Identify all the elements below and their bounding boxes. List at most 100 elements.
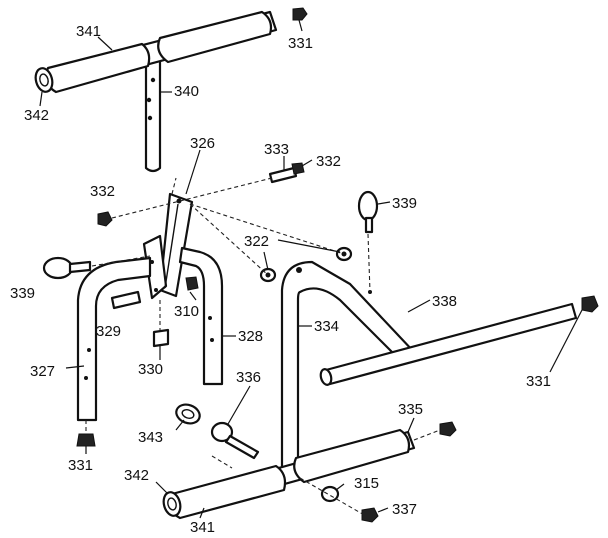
bottom-end-ring — [167, 497, 177, 511]
callout-337: 337 — [392, 501, 417, 518]
leader-line — [407, 417, 415, 433]
callout-341-top: 341 — [76, 23, 101, 40]
hardware — [42, 162, 379, 460]
knob-339-right — [357, 190, 379, 222]
handle-post-340 — [144, 58, 162, 173]
leg-327 — [76, 256, 152, 447]
leader-line — [175, 419, 185, 431]
callout-315: 315 — [354, 475, 379, 492]
nut-310 — [185, 276, 199, 291]
leader-line — [227, 385, 251, 425]
leg-tube-328 — [178, 246, 224, 386]
leg-hole — [210, 338, 214, 342]
clip-343-inner — [181, 409, 195, 419]
crossbar-end — [319, 368, 333, 386]
leg-hole — [208, 316, 212, 320]
cap-nut-331-right — [581, 295, 599, 313]
bottom-grip-left — [168, 464, 287, 520]
callout-310: 310 — [174, 303, 199, 320]
handlebar-assembly-top — [34, 7, 308, 173]
hinge-bracket-326 — [142, 192, 194, 300]
nut-332-right — [291, 162, 305, 175]
leader-lines — [39, 19, 583, 519]
leader-line — [263, 251, 269, 271]
knob-339-right-stem — [364, 216, 374, 234]
clip-343 — [175, 403, 201, 425]
bolt-333 — [268, 166, 298, 184]
knob-339-left — [42, 256, 74, 280]
leader-line — [377, 507, 389, 513]
callout-340: 340 — [174, 83, 199, 100]
leader-line — [549, 309, 583, 373]
handle-grip-right — [157, 10, 273, 64]
bracket-hole — [176, 198, 182, 204]
assembly-line — [91, 255, 151, 267]
leader-line — [301, 159, 313, 167]
leader-line — [189, 291, 197, 301]
knob-339-left-stem — [68, 260, 92, 274]
callout-341-bottom: 341 — [190, 519, 215, 536]
callout-342-top: 342 — [24, 107, 49, 124]
leader-line — [97, 36, 113, 51]
tip-331-left — [76, 433, 96, 447]
callout-333: 333 — [264, 141, 289, 158]
leg-hole — [87, 348, 91, 352]
callout-329: 329 — [96, 323, 121, 340]
callout-331-bottom: 331 — [68, 457, 93, 474]
callout-328: 328 — [238, 328, 263, 345]
leader-line — [298, 19, 303, 32]
assembly-line — [189, 203, 269, 276]
assembly-line — [189, 203, 345, 255]
washer-315 — [320, 485, 340, 503]
leader-line — [335, 483, 345, 491]
assembly-line — [111, 177, 273, 219]
nut-337 — [361, 507, 379, 523]
bottom-grip-right — [293, 428, 411, 484]
callout-336: 336 — [236, 369, 261, 386]
bottom-end-cap-342 — [162, 491, 182, 517]
frame-hole — [296, 267, 302, 273]
callout-342-bottom: 342 — [124, 467, 149, 484]
callout-331-top: 331 — [288, 35, 313, 52]
leader-line — [185, 149, 201, 195]
assembly-line — [211, 455, 233, 469]
pin-330 — [152, 328, 170, 348]
callout-335: 335 — [398, 401, 423, 418]
leader-line — [155, 481, 169, 495]
leader-line — [199, 507, 205, 519]
frame-334 — [280, 260, 416, 472]
bracket-hole — [154, 288, 158, 292]
leg-hole — [84, 376, 88, 380]
callout-339-right: 339 — [392, 195, 417, 212]
callout-332-right: 332 — [316, 153, 341, 170]
post-hole — [147, 115, 153, 121]
bracket-inner-edge — [164, 203, 179, 289]
leader-line — [39, 91, 43, 107]
assembly-line — [367, 233, 371, 293]
callout-343: 343 — [138, 429, 163, 446]
callout-334: 334 — [314, 318, 339, 335]
assembly-line — [171, 177, 177, 195]
post-hole — [146, 97, 152, 103]
frame-tube-334 — [280, 260, 416, 472]
callout-327: 327 — [30, 363, 55, 380]
leader-line — [65, 365, 85, 369]
callout-331-right: 331 — [526, 373, 551, 390]
leg-tube-327 — [76, 256, 152, 422]
leg-328 — [178, 246, 224, 386]
bolt-329 — [110, 290, 142, 310]
eyebolt-336-shank — [224, 434, 260, 460]
eyebolt-336-ring — [210, 421, 234, 443]
callout-labels: 341 331 340 342 326 333 332 332 339 322 … — [10, 23, 551, 536]
grip-end-cap-342 — [34, 67, 54, 93]
post-hole — [150, 77, 156, 83]
handlebar-assembly-bottom — [162, 421, 457, 523]
assembly-lines — [85, 177, 441, 517]
callout-338: 338 — [432, 293, 457, 310]
callout-339-left: 339 — [10, 285, 35, 302]
leader-line — [377, 201, 391, 205]
cap-nut-331-top — [292, 7, 308, 21]
cap-nut-331-bottom — [439, 421, 457, 437]
leader-line — [407, 299, 431, 313]
